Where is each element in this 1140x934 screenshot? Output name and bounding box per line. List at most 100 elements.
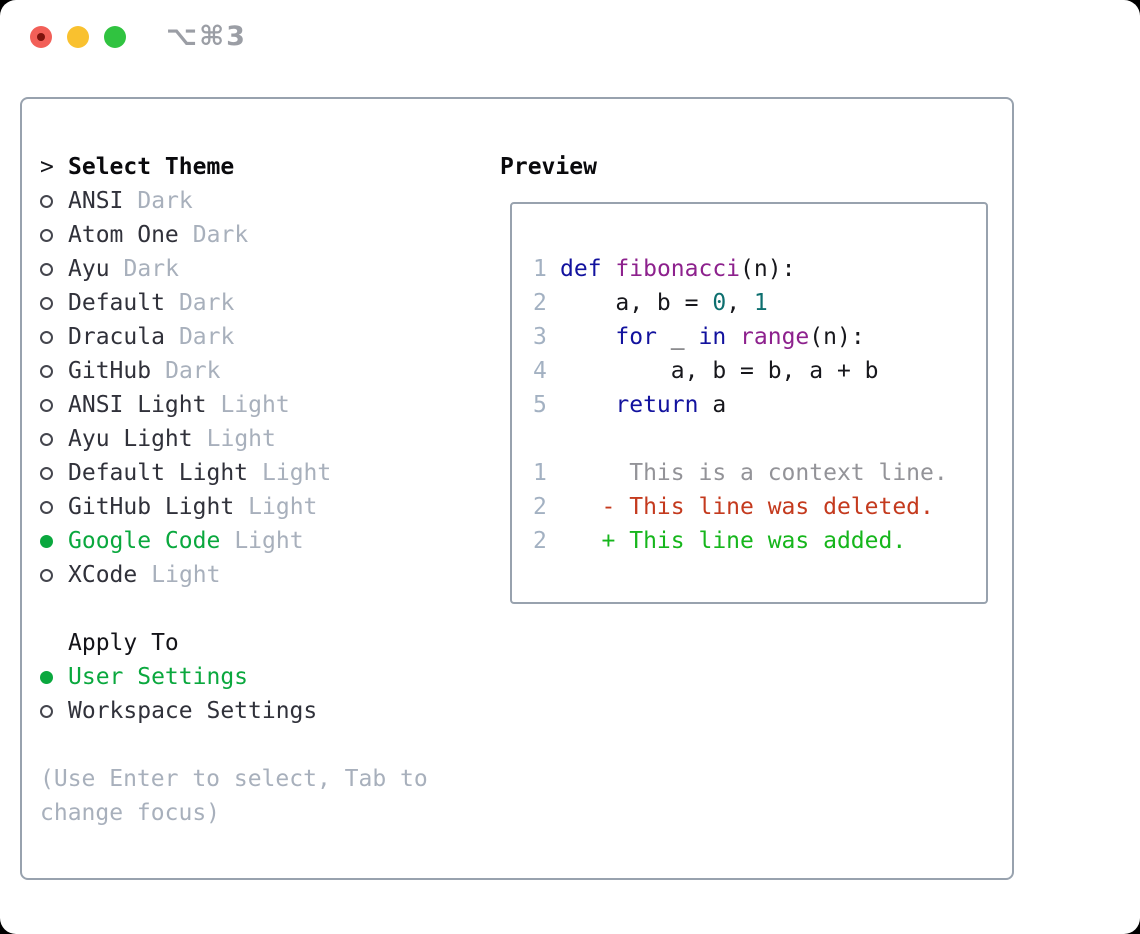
theme-option-ayu[interactable]: Ayu Dark (40, 252, 428, 286)
radio-circle-icon (40, 670, 53, 684)
line-number: 1 (533, 256, 547, 282)
code-token-pl: a (698, 392, 727, 418)
close-button[interactable] (30, 26, 52, 48)
theme-variant: Dark (178, 324, 235, 350)
code-line: 4 a, b = b, a + b (533, 354, 986, 388)
code-token-pl: a, b = (560, 290, 713, 316)
line-number: 2 (533, 494, 547, 520)
theme-option-atom-one[interactable]: Atom One Dark (40, 218, 428, 252)
apply-option-label: User Settings (68, 664, 249, 690)
theme-variant: Light (220, 392, 290, 418)
spacer (40, 592, 428, 626)
theme-name: Ayu (68, 256, 110, 282)
code-line: 5 return a (533, 388, 986, 422)
radio-circle-icon (40, 534, 53, 548)
radio-marker (40, 704, 68, 718)
code-token-kw: for (615, 324, 657, 350)
code-token-pl (560, 392, 615, 418)
theme-option-default-light[interactable]: Default Light Light (40, 456, 428, 490)
minimize-button[interactable] (67, 26, 89, 48)
apply-option-user-settings[interactable]: User Settings (40, 660, 428, 694)
spacer (40, 728, 428, 762)
theme-variant: Light (248, 494, 318, 520)
help-text-line-2: change focus) (40, 800, 221, 826)
line-number: 5 (533, 392, 547, 418)
line-number: 1 (533, 460, 547, 486)
window-titlebar: ⌥⌘3 (0, 0, 1140, 74)
radio-marker (40, 228, 68, 242)
radio-circle-icon (40, 364, 53, 378)
apply-to-options-list: User Settings Workspace Settings (40, 660, 428, 728)
radio-marker (40, 364, 68, 378)
help-text-line-1: (Use Enter to select, Tab to (40, 766, 428, 792)
code-token-kw: def (560, 256, 602, 282)
radio-marker (40, 534, 68, 548)
theme-variant: Dark (192, 222, 249, 248)
radio-circle-icon (40, 704, 53, 718)
theme-name: ANSI (68, 188, 124, 214)
radio-marker (40, 568, 68, 582)
radio-circle-icon (40, 194, 53, 208)
select-theme-header-row: > Select Theme (40, 150, 428, 184)
theme-variant: Dark (123, 256, 179, 282)
theme-options-list: ANSI Dark Atom One Dark Ayu Dark Default… (40, 184, 428, 592)
theme-name: Default (68, 290, 165, 316)
radio-circle-icon (40, 296, 53, 310)
code-token-lit: 1 (753, 290, 768, 316)
keyboard-shortcut-label: ⌥⌘3 (166, 21, 247, 52)
code-token-pl (726, 324, 740, 350)
radio-marker (40, 330, 68, 344)
theme-variant: Light (206, 426, 276, 452)
theme-option-ansi[interactable]: ANSI Dark (40, 184, 428, 218)
theme-list-column: > Select Theme ANSI Dark Atom One Dark A… (40, 150, 428, 830)
code-blank-line (533, 422, 986, 456)
theme-picker-panel: > Select Theme ANSI Dark Atom One Dark A… (20, 97, 1014, 880)
theme-option-dracula[interactable]: Dracula Dark (40, 320, 428, 354)
code-token-pl: , (726, 290, 754, 316)
theme-option-github[interactable]: GitHub Dark (40, 354, 428, 388)
theme-name: Atom One (68, 222, 179, 248)
radio-marker (40, 432, 68, 446)
radio-marker (40, 500, 68, 514)
radio-circle-icon (40, 398, 53, 412)
line-number: 2 (533, 290, 547, 316)
radio-marker (40, 670, 68, 684)
zoom-button[interactable] (104, 26, 126, 48)
radio-marker (40, 296, 68, 310)
theme-name: Google Code (68, 528, 221, 554)
code-token-pl (560, 324, 615, 350)
code-token-kw: return (615, 392, 699, 418)
code-line: 2 + This line was added. (533, 524, 986, 558)
radio-marker (40, 466, 68, 480)
theme-variant: Dark (165, 358, 221, 384)
theme-name: XCode (68, 562, 138, 588)
theme-name: GitHub (68, 358, 152, 384)
theme-option-ayu-light[interactable]: Ayu Light Light (40, 422, 428, 456)
radio-circle-icon (40, 500, 53, 514)
theme-option-google-code[interactable]: Google Code Light (40, 524, 428, 558)
theme-name: ANSI Light (68, 392, 207, 418)
radio-circle-icon (40, 568, 53, 582)
theme-option-xcode[interactable]: XCode Light (40, 558, 428, 592)
code-token-pl: _ (656, 324, 699, 350)
code-token-pl: (n): (809, 324, 865, 350)
line-number: 2 (533, 528, 547, 554)
apply-to-header-row: Apply To (40, 626, 428, 660)
apply-option-workspace-settings[interactable]: Workspace Settings (40, 694, 428, 728)
theme-name: GitHub Light (68, 494, 235, 520)
cursor-icon: > (40, 154, 54, 180)
apply-option-label: Workspace Settings (68, 698, 318, 724)
code-token-kw: in (698, 324, 727, 350)
code-token-add: + This line was added. (560, 528, 907, 554)
radio-circle-icon (40, 330, 53, 344)
theme-option-github-light[interactable]: GitHub Light Light (40, 490, 428, 524)
code-token-ctx: This is a context line. (560, 460, 948, 486)
theme-option-default[interactable]: Default Dark (40, 286, 428, 320)
theme-option-ansi-light[interactable]: ANSI Light Light (40, 388, 428, 422)
radio-circle-icon (40, 466, 53, 480)
theme-variant: Dark (178, 290, 235, 316)
